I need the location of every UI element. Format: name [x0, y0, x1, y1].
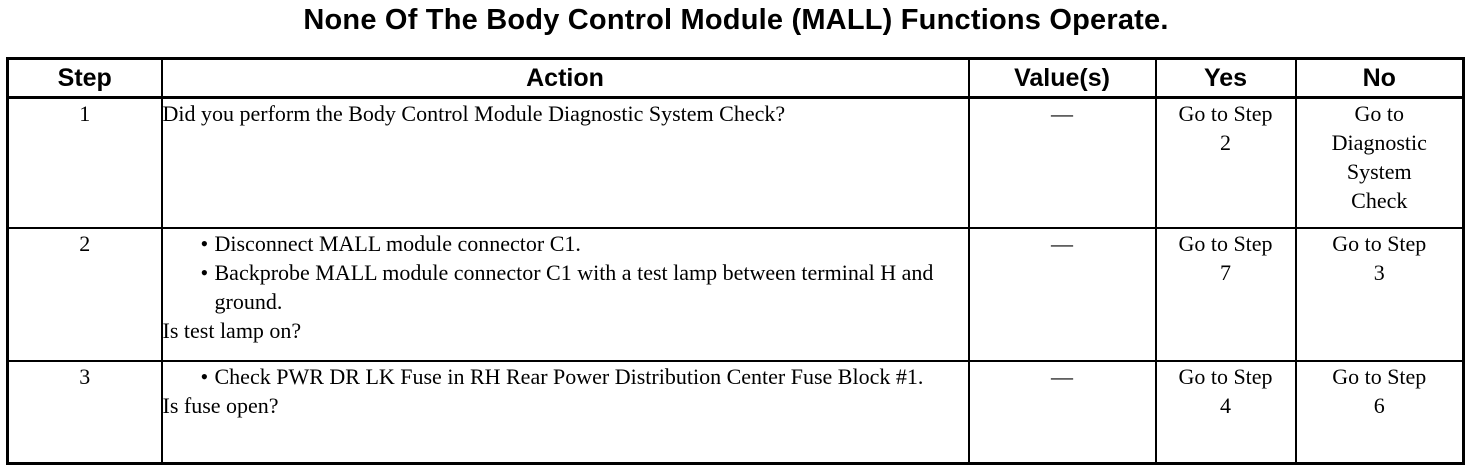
- bullet-icon: •: [200, 363, 209, 389]
- table-header-row: Step Action Value(s) Yes No: [6, 57, 1465, 99]
- column-header-action: Action: [160, 57, 970, 99]
- no-result: Go to Diagnostic System Check: [1294, 96, 1465, 229]
- table-row: 3 •Check PWR DR LK Fuse in RH Rear Power…: [6, 359, 1465, 465]
- no-result: Go to Step 6: [1294, 359, 1465, 465]
- no-result: Go to Step 3: [1294, 226, 1465, 362]
- column-header-step: Step: [6, 57, 163, 99]
- page-title: None Of The Body Control Module (MALL) F…: [303, 4, 1169, 36]
- action-bullet-text: Backprobe MALL module connector C1 with …: [214, 259, 934, 314]
- bullet-icon: •: [200, 259, 209, 285]
- action-bullet: •Backprobe MALL module connector C1 with…: [201, 258, 968, 316]
- action-bullet-text: Check PWR DR LK Fuse in RH Rear Power Di…: [214, 363, 924, 389]
- column-header-no: No: [1294, 57, 1465, 99]
- step-number: 3: [6, 359, 163, 465]
- action-bullet-text: Disconnect MALL module connector C1.: [214, 230, 581, 256]
- action-bullet: •Disconnect MALL module connector C1.: [201, 229, 968, 258]
- table-row: 2 •Disconnect MALL module connector C1. …: [6, 226, 1465, 362]
- action-text: Did you perform the Body Control Module …: [160, 96, 970, 229]
- action-bullet: •Check PWR DR LK Fuse in RH Rear Power D…: [201, 362, 968, 391]
- table-row: 1 Did you perform the Body Control Modul…: [6, 96, 1465, 229]
- action-cell: •Check PWR DR LK Fuse in RH Rear Power D…: [160, 359, 970, 465]
- yes-result: Go to Step 7: [1154, 226, 1297, 362]
- step-number: 1: [6, 96, 163, 229]
- column-header-values: Value(s): [967, 57, 1157, 99]
- value-cell: —: [967, 96, 1157, 229]
- yes-result: Go to Step 4: [1154, 359, 1297, 465]
- bullet-icon: •: [200, 230, 209, 256]
- column-header-yes: Yes: [1154, 57, 1297, 99]
- step-number: 2: [6, 226, 163, 362]
- value-cell: —: [967, 226, 1157, 362]
- action-bullet-list: •Check PWR DR LK Fuse in RH Rear Power D…: [163, 362, 968, 391]
- yes-result: Go to Step 2: [1154, 96, 1297, 229]
- action-question: Is test lamp on?: [162, 317, 302, 343]
- action-bullet-list: •Disconnect MALL module connector C1. •B…: [163, 229, 968, 316]
- action-question: Is fuse open?: [162, 392, 279, 418]
- action-cell: •Disconnect MALL module connector C1. •B…: [160, 226, 970, 362]
- diagnostic-table: Step Action Value(s) Yes No 1 Did you pe…: [6, 57, 1465, 465]
- value-cell: —: [967, 359, 1157, 465]
